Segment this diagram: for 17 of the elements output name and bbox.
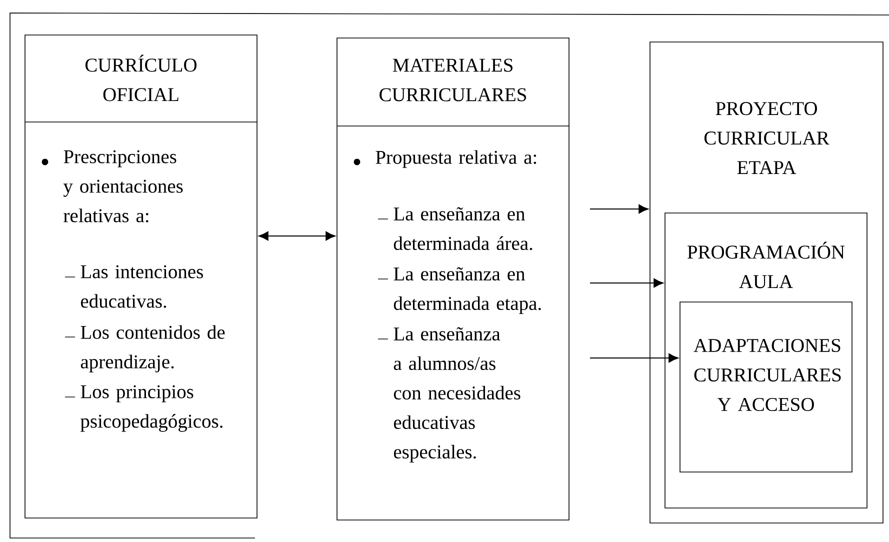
list-item: La enseñanza en determinada etapa. — [394, 267, 541, 314]
box-heading: PROYECTO CURRICULAR ETAPA — [704, 102, 830, 174]
box-heading: PROGRAMACIÓN AULA — [687, 242, 845, 288]
arrow — [590, 353, 678, 363]
list-item: La enseñanza en determinada área. — [394, 207, 532, 250]
box-heading: MATERIALES CURRICULARES — [380, 58, 526, 102]
box-heading: CURRÍCULO OFICIAL — [85, 54, 197, 102]
list-item: Propuesta relativa a: — [376, 150, 536, 168]
list-item: Prescripciones y orientaciones relativas a: — [63, 150, 183, 222]
list-item: La enseñanza a alumnos/as con necesidades educativas especiales. — [394, 327, 520, 462]
arrow — [590, 204, 648, 214]
list-item: Los principios psicopedagógicos. — [80, 385, 222, 432]
list-item: Los contenidos de aprendizaje. — [80, 325, 225, 372]
box-heading: ADAPTACIONES CURRICULARES Y ACCESO — [694, 338, 841, 412]
arrow — [590, 278, 664, 288]
arrow — [258, 231, 336, 241]
list-item: Las intenciones educativas. — [80, 265, 203, 308]
